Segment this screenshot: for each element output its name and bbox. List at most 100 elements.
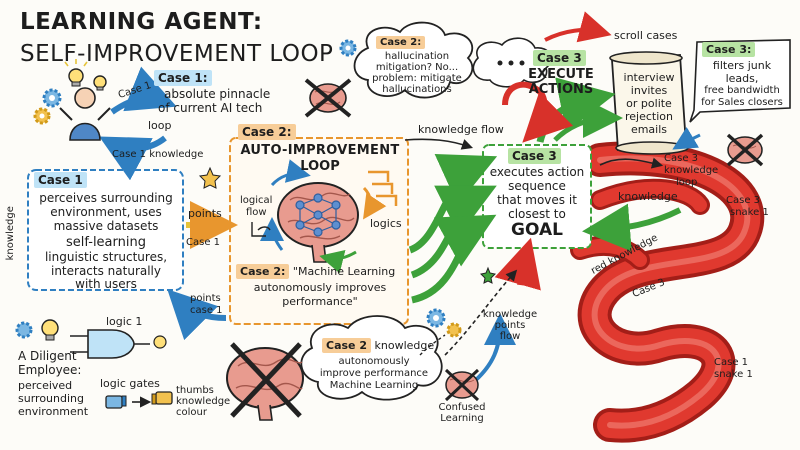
kp-flow-l1: knowledge [482,309,538,320]
red-loop-arrow [502,81,574,143]
gear-icon [446,322,462,338]
auto-tag: Case 2: [238,124,296,140]
crossed-brain-icon [226,342,304,421]
red-arrow-up [494,237,541,291]
case1-arrow [110,66,177,115]
neural-network-icon [295,193,341,237]
person-icon [59,87,111,141]
case3-loop-l2: knowledge [664,165,719,176]
case1-top-line1: absolute pinnacle [164,87,271,101]
knowledge-flow-label: knowledge flow [418,123,504,136]
hallucination-line2: mitigation? No... [375,62,459,73]
loop-arrow [99,135,167,181]
points-case1-bottom-l2: case 1 [190,305,223,316]
case1-box-line4: self-learning [66,235,146,250]
employee-line4: surrounding [18,392,84,405]
points-case1-arrow [167,289,227,341]
knowledge-flow-arrow [404,138,474,150]
points-case1-bottom-l1: points [190,293,221,304]
case3-filter-bubble [689,39,791,123]
case3-filter-tag: Case 3: [702,42,756,57]
scroll-line3: or polite [626,97,672,110]
hallucination-line3: problem: mitigate [372,73,462,84]
gear-icon [339,39,357,57]
brain-cycle-arrow [319,249,357,274]
logical-flow-l2: flow [246,207,267,218]
case3-filter-line4: for Sales closers [701,97,783,108]
scroll-line1: interview [623,71,675,84]
case1-box-line7: with users [75,277,137,291]
confused-l1: Confused [438,402,486,413]
auto-caption-line3: performance" [282,295,358,308]
points-case1-label: Case 1 [186,237,221,248]
case1-box-line1: perceives surrounding [39,191,173,205]
case1-box-line6: interacts naturally [50,264,161,278]
case3-box-tag: Case 3 [508,148,561,164]
case1-top-tag: Case 1: [154,70,212,86]
green-arrow-3 [411,214,497,304]
case3-loop-arrow [599,157,664,169]
brain-cycle-arrow [270,159,311,187]
thumbs-l2: knowledge [176,396,231,407]
scroll-line2: invites [630,84,668,97]
case3-snake-l1: Case 3 [726,195,761,206]
case3-loop-l1: Case 3 [664,153,699,164]
execute-line1: EXECUTE [528,67,594,82]
case3-snake-l2: snake 1 [730,207,769,218]
auto-caption-text1: "Machine Learning [292,265,396,278]
case1-knowledge-label: Case 1 knowledge [112,149,204,160]
scroll-line5: emails [630,123,668,136]
knowledge-green-label: knowledge [618,190,678,203]
hallucination-tag: Case 2: [376,36,426,49]
loop-arrow-label: loop [148,119,172,132]
lightbulb-icon [93,75,107,91]
logic-gates-label: logic gates [100,377,160,390]
brain-cycle-arrow [260,217,285,251]
hallucination-tag-wrap: Case 2: [376,36,426,49]
auto-tag-wrap: Case 2: [238,124,296,140]
case2-cloud-title: Case 2 knowledge [322,338,435,353]
gear-icon [426,308,446,328]
case2-cloud-line3: Machine Learning [329,380,419,391]
points-label: points [188,207,222,220]
case3-loop-l3: loop [676,177,698,188]
scroll-line4: rejection [625,110,673,123]
case2-cloud-line2: improve performance [319,368,429,379]
thumbs-l1: thumbs [176,385,214,396]
thumbs-down-icon [105,395,127,409]
auto-title-line2: LOOP [300,159,340,174]
case3-box-line4: closest to [508,207,566,221]
execute-tag: Case 3 [533,50,586,66]
gear-icon [33,107,51,125]
employee-line1: A Diligent [18,349,77,363]
title-line1: LEARNING AGENT: [20,9,263,35]
dashed-link [419,334,446,356]
star-icon [198,166,222,189]
case1-box-line5: linguistic structures, [44,250,168,264]
confused-l2: Learning [440,413,484,424]
case1-top-label: Case 1: [154,70,212,86]
case3-filter-line3: free bandwidth [704,85,780,96]
gear-icon [15,321,33,339]
scroll-cases-label: scroll cases [614,29,678,42]
green-arrow-knowledge [582,203,682,252]
auto-title-line1: AUTO-IMPROVEMENT [240,143,400,158]
employee-line2: Employee: [18,363,82,377]
logic-steps-icon [368,170,398,206]
case3-box-line3: that moves it [497,193,577,207]
case2-cloud-shape [300,315,443,401]
case1-box-tag-wrap: Case 1 [34,172,87,188]
case1-box-line3: massive datasets [53,219,159,233]
title-line2: SELF-IMPROVEMENT LOOP [20,41,334,67]
case1-box-frame [27,169,184,291]
auto-caption-tag: Case 2: [236,264,290,279]
kp-flow-l3: flow [499,331,521,342]
case2-cloud-tag-rest: knowledge [374,339,435,352]
logics-label: logics [370,217,402,230]
case2-cloud-line1: autonomously [338,356,410,367]
case3-goal: GOAL [511,220,563,240]
case1-side-knowledge: knowledge [4,206,16,261]
case1-box-tag: Case 1 [34,172,87,188]
